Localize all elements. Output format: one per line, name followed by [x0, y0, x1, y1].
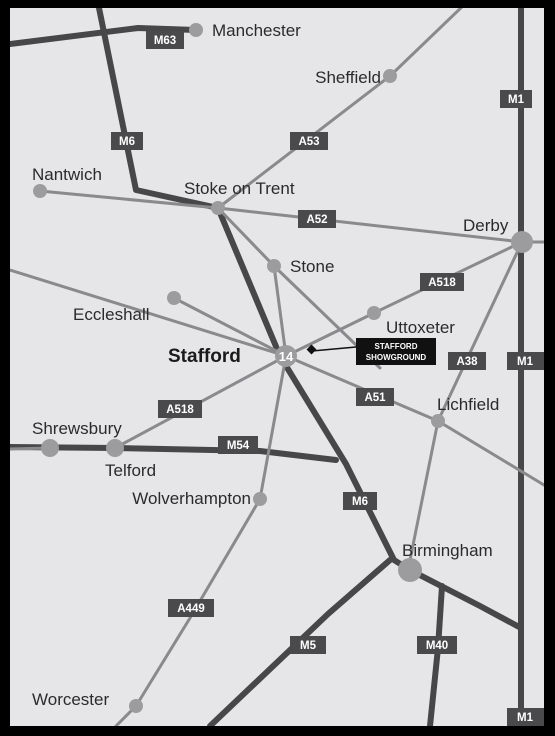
- worcester-dot: [129, 699, 143, 713]
- m5-motorway: [207, 557, 393, 726]
- manchester-label: Manchester: [212, 21, 301, 40]
- stoke-dot: [211, 201, 225, 215]
- showground-label: STAFFORD SHOWGROUND: [356, 338, 436, 365]
- svg-text:STAFFORD: STAFFORD: [375, 342, 418, 351]
- uttoxeter-label: Uttoxeter: [386, 318, 455, 337]
- svg-text:A449: A449: [177, 603, 205, 615]
- a51-north-road: [10, 268, 288, 358]
- svg-text:M54: M54: [227, 440, 250, 452]
- svg-text:A518: A518: [428, 277, 456, 289]
- lichfield-dot: [431, 414, 445, 428]
- svg-text:M40: M40: [426, 640, 448, 652]
- svg-text:A518: A518: [166, 404, 194, 416]
- stone-label: Stone: [290, 257, 334, 276]
- junction-14-marker: [275, 345, 297, 367]
- m42-motorway: [407, 567, 524, 631]
- a449-road: [114, 354, 288, 726]
- a518-west-label: A518: [158, 400, 202, 418]
- m40-motorway: [427, 583, 445, 726]
- svg-text:SHOWGROUND: SHOWGROUND: [366, 353, 427, 362]
- telford-label: Telford: [105, 461, 156, 480]
- m63-motorway: [10, 25, 199, 47]
- derby-dot: [511, 231, 533, 253]
- manchester-dot: [189, 23, 203, 37]
- svg-text:M63: M63: [154, 35, 176, 47]
- m6-south-label: M6: [343, 492, 377, 510]
- wolverhampton-label: Wolverhampton: [132, 489, 251, 508]
- a500-road: [38, 189, 220, 210]
- a449-label: A449: [168, 599, 214, 617]
- junction-14-label: 14: [279, 349, 294, 364]
- uttoxeter-dot: [367, 306, 381, 320]
- svg-text:M6: M6: [352, 496, 368, 508]
- sheffield-dot: [383, 69, 397, 83]
- m1-label-bottom: M1: [507, 708, 544, 726]
- stoke-label: Stoke on Trent: [184, 179, 295, 198]
- svg-text:M1: M1: [517, 712, 534, 724]
- shrewsbury-label: Shrewsbury: [32, 419, 122, 438]
- svg-text:A53: A53: [298, 136, 319, 148]
- m6-motorway: [95, 8, 413, 573]
- a51-label: A51: [356, 388, 394, 406]
- a5013-road: [172, 296, 288, 358]
- worcester-label: Worcester: [32, 690, 109, 709]
- sheffield-label: Sheffield: [315, 68, 381, 87]
- a51-road: [284, 354, 544, 487]
- svg-text:M1: M1: [508, 94, 525, 106]
- svg-text:M1: M1: [517, 356, 534, 368]
- stone-dot: [267, 259, 281, 273]
- road-map: Manchester Sheffield Nantwich Stoke on T…: [10, 8, 544, 726]
- stafford-label: Stafford: [168, 346, 241, 367]
- svg-text:M5: M5: [300, 640, 317, 652]
- eccleshall-dot: [167, 291, 181, 305]
- svg-text:M6: M6: [119, 136, 135, 148]
- telford-dot: [106, 439, 124, 457]
- svg-text:A38: A38: [456, 356, 478, 368]
- birmingham-dot: [398, 558, 422, 582]
- a38-label: A38: [448, 352, 486, 370]
- showground-marker: [306, 344, 317, 355]
- a518-east-label: A518: [420, 273, 464, 291]
- m54-motorway: [10, 444, 339, 463]
- svg-text:A52: A52: [306, 214, 327, 226]
- nantwich-dot: [33, 184, 47, 198]
- lichfield-label: Lichfield: [437, 395, 499, 414]
- m1-label-top: M1: [500, 90, 532, 108]
- m40-label: M40: [417, 636, 457, 654]
- shrewsbury-dot: [41, 439, 59, 457]
- a53-label: A53: [290, 132, 328, 150]
- svg-text:A51: A51: [364, 392, 386, 404]
- a52-label: A52: [298, 210, 336, 228]
- m6-north-label: M6: [111, 132, 143, 150]
- eccleshall-label: Eccleshall: [73, 305, 150, 324]
- m54-label: M54: [218, 436, 258, 454]
- m5-label: M5: [290, 636, 326, 654]
- m1-label-mid: M1: [507, 352, 544, 370]
- m63-label: M63: [146, 31, 184, 49]
- derby-label: Derby: [463, 216, 509, 235]
- nantwich-label: Nantwich: [32, 165, 102, 184]
- showground-pointer: [311, 346, 357, 352]
- birmingham-label: Birmingham: [402, 541, 493, 560]
- wolverhampton-dot: [253, 492, 267, 506]
